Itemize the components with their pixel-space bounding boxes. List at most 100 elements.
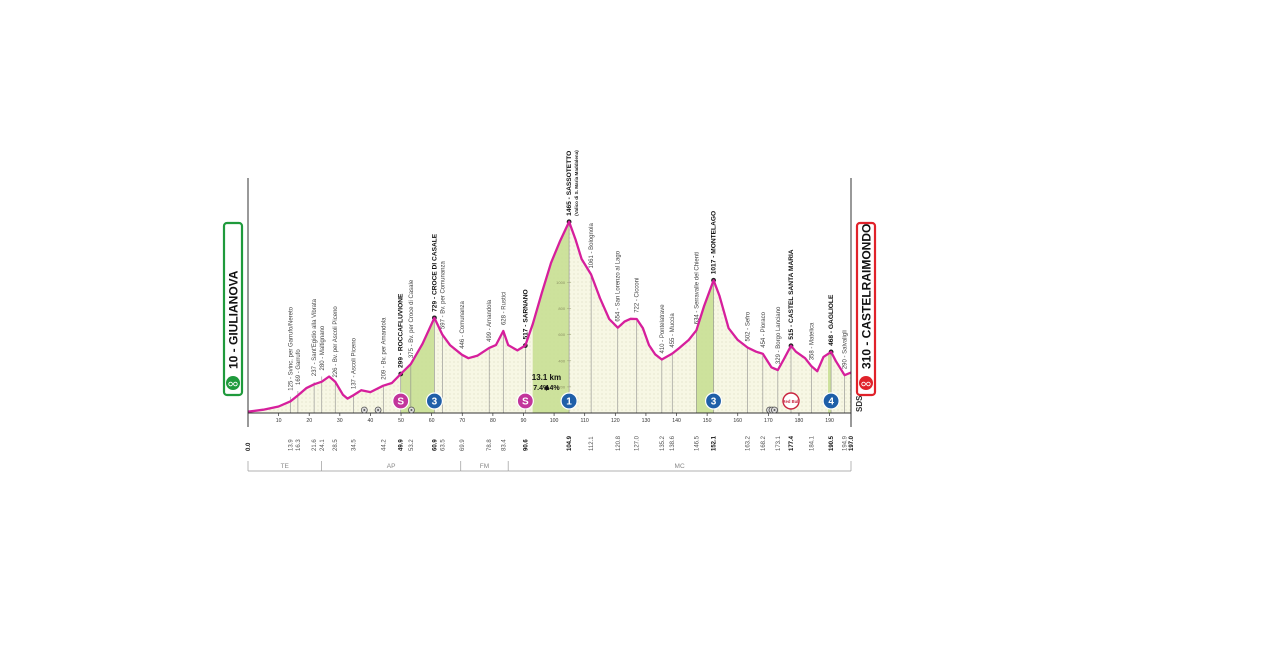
road-warning-icon-core-2 bbox=[410, 409, 413, 411]
alt-tick-label-2: 600 bbox=[558, 332, 565, 337]
sprint-badge-2 bbox=[516, 392, 534, 410]
marker-label-22: 1017 - MONTELAGO bbox=[711, 211, 718, 274]
start-bike-wheel-icon bbox=[228, 381, 233, 387]
marker-label-8: 375 - Bv. per Croce di Casale bbox=[409, 279, 415, 358]
alt-tick-label-0: 200 bbox=[558, 384, 565, 389]
kom-badge-6 bbox=[822, 392, 840, 410]
km-label-15: 90.6 bbox=[523, 439, 529, 451]
start-bike-icon bbox=[226, 376, 240, 390]
km-label-30: 194.9 bbox=[843, 435, 849, 451]
marker-label-20: 455 - Muccia bbox=[670, 313, 676, 348]
km-label-4: 24.1 bbox=[320, 439, 326, 451]
km-label-25: 168.2 bbox=[761, 435, 767, 451]
km-label-10: 60.9 bbox=[432, 439, 438, 451]
x-tick-label-6: 70 bbox=[459, 418, 465, 424]
start-bike-wheel2-icon bbox=[233, 381, 238, 387]
marker-label-27: 358 - Matelica bbox=[810, 322, 816, 360]
x-tick-label-16: 170 bbox=[764, 418, 773, 424]
kom-badge-text-1: 3 bbox=[432, 397, 438, 408]
km-label-5: 28.5 bbox=[333, 439, 339, 451]
climb-area-2 bbox=[532, 221, 570, 413]
marker-label-2: 237 - Sant'Egidio alla Vibrata bbox=[312, 298, 318, 376]
x-tick-label-9: 100 bbox=[550, 418, 559, 424]
x-tick-label-17: 180 bbox=[795, 418, 804, 424]
finish-bike-wheel2-icon bbox=[866, 381, 871, 387]
alt-tick-label-3: 800 bbox=[558, 306, 565, 311]
x-tick-label-15: 160 bbox=[733, 418, 742, 424]
marker-label-14: 517 - SARNANO bbox=[522, 289, 529, 339]
x-tick-label-4: 50 bbox=[398, 418, 404, 424]
marker-label-25: 329 - Borgo Lanciano bbox=[776, 306, 782, 364]
marker-label-11: 446 - Comunanza bbox=[460, 300, 466, 348]
climb-max-gradient-label: 14% bbox=[546, 385, 561, 392]
km-label-6: 34.5 bbox=[352, 439, 358, 451]
x-tick-label-3: 40 bbox=[368, 418, 374, 424]
km-label-8: 49.9 bbox=[399, 439, 405, 451]
km-label-22: 146.5 bbox=[694, 435, 700, 451]
finish-bike-wheel-icon bbox=[861, 381, 866, 387]
climb-gradient-label: 7.4% bbox=[533, 385, 550, 392]
km-label-3: 21.6 bbox=[312, 439, 318, 451]
marker-label-7: 299 - ROCCAFLUVIONE bbox=[398, 293, 405, 368]
x-tick-label-0: 10 bbox=[276, 418, 282, 424]
marker-label-23: 502 - Sefro bbox=[746, 311, 752, 341]
km-label-31: 197.0 bbox=[849, 435, 855, 451]
climb-length-label: 13.1 km bbox=[532, 373, 561, 382]
km-label-18: 120.8 bbox=[616, 435, 622, 451]
km-label-16: 104.9 bbox=[567, 435, 573, 451]
km-label-13: 78.8 bbox=[487, 439, 493, 451]
x-tick-label-13: 140 bbox=[672, 418, 681, 424]
km-label-7: 44.2 bbox=[381, 439, 387, 451]
marker-label-21: 634 - Serravalle del Chienti bbox=[694, 252, 700, 324]
marker-label-9: 729 - CROCE DI CASALE bbox=[431, 233, 438, 312]
marker-label-4: 226 - Bv. per Ascoli Piceno bbox=[333, 306, 339, 378]
x-tick-label-11: 120 bbox=[611, 418, 620, 424]
marker-label-3: 280 - Maltignano bbox=[320, 325, 326, 370]
redbull-badge-5 bbox=[782, 392, 800, 410]
x-tick-label-2: 30 bbox=[337, 418, 343, 424]
km-label-23: 152.1 bbox=[712, 435, 718, 451]
finish-bike-icon bbox=[859, 376, 873, 390]
km-label-29: 190.5 bbox=[829, 435, 835, 451]
marker-label-28: 468 - GAGLIOLE bbox=[828, 294, 835, 346]
x-tick-label-7: 80 bbox=[490, 418, 496, 424]
km-label-24: 163.2 bbox=[746, 435, 752, 451]
climb-area-1 bbox=[400, 317, 435, 413]
km-label-20: 135.2 bbox=[660, 435, 666, 451]
km-label-1: 13.9 bbox=[289, 439, 295, 451]
km-label-14: 83.4 bbox=[501, 439, 507, 451]
kom-badge-text-6: 4 bbox=[828, 397, 834, 408]
km-label-27: 177.4 bbox=[789, 435, 795, 451]
kom-badge-text-3: 1 bbox=[566, 397, 572, 408]
alt-tick-label-4: 1000 bbox=[556, 280, 566, 285]
marker-label-12: 499 - Amandola bbox=[487, 299, 493, 342]
redbull-badge-text-5: Red Bull bbox=[783, 399, 800, 404]
km-label-0: 0.0 bbox=[246, 442, 252, 451]
km-label-17: 112.1 bbox=[589, 436, 595, 451]
finish-label: 310 - CASTELRAIMONDO bbox=[860, 224, 874, 369]
province-label-0: TE bbox=[281, 463, 290, 470]
marker-label-1: 169 - Garrufo bbox=[296, 349, 302, 385]
road-warning-icon-core-1 bbox=[377, 409, 380, 411]
start-label: 10 - GIULIANOVA bbox=[227, 270, 241, 369]
km-label-28: 184.1 bbox=[810, 435, 816, 451]
kom-badge-text-4: 3 bbox=[711, 397, 717, 408]
x-tick-label-8: 90 bbox=[521, 418, 527, 424]
marker-label-5: 137 - Ascoli Piceno bbox=[352, 337, 358, 389]
sprint-badge-text-2: S bbox=[522, 397, 529, 408]
sds-logo: SDS bbox=[855, 395, 864, 412]
marker-label-6: 209 - Bv. per Amandola bbox=[381, 317, 387, 380]
marker-label-0: 125 - Svinc. per Garrufo/Nereto bbox=[289, 306, 295, 390]
marker-label-10: 597 - Bv. per Comunanza bbox=[440, 261, 446, 330]
start-box bbox=[222, 221, 244, 397]
marker-label-19: 410 - Pontelatrave bbox=[660, 304, 666, 354]
road-warning-icon-core-5 bbox=[773, 409, 776, 411]
kom-badge-3 bbox=[560, 392, 578, 410]
x-tick-label-1: 20 bbox=[306, 418, 312, 424]
km-label-26: 173.1 bbox=[776, 435, 782, 451]
alt-tick-label-1: 400 bbox=[558, 358, 565, 363]
marker-label-16: 1061 - Bolognola bbox=[589, 223, 595, 269]
marker-label-24: 454 - Pioraco bbox=[761, 311, 767, 347]
